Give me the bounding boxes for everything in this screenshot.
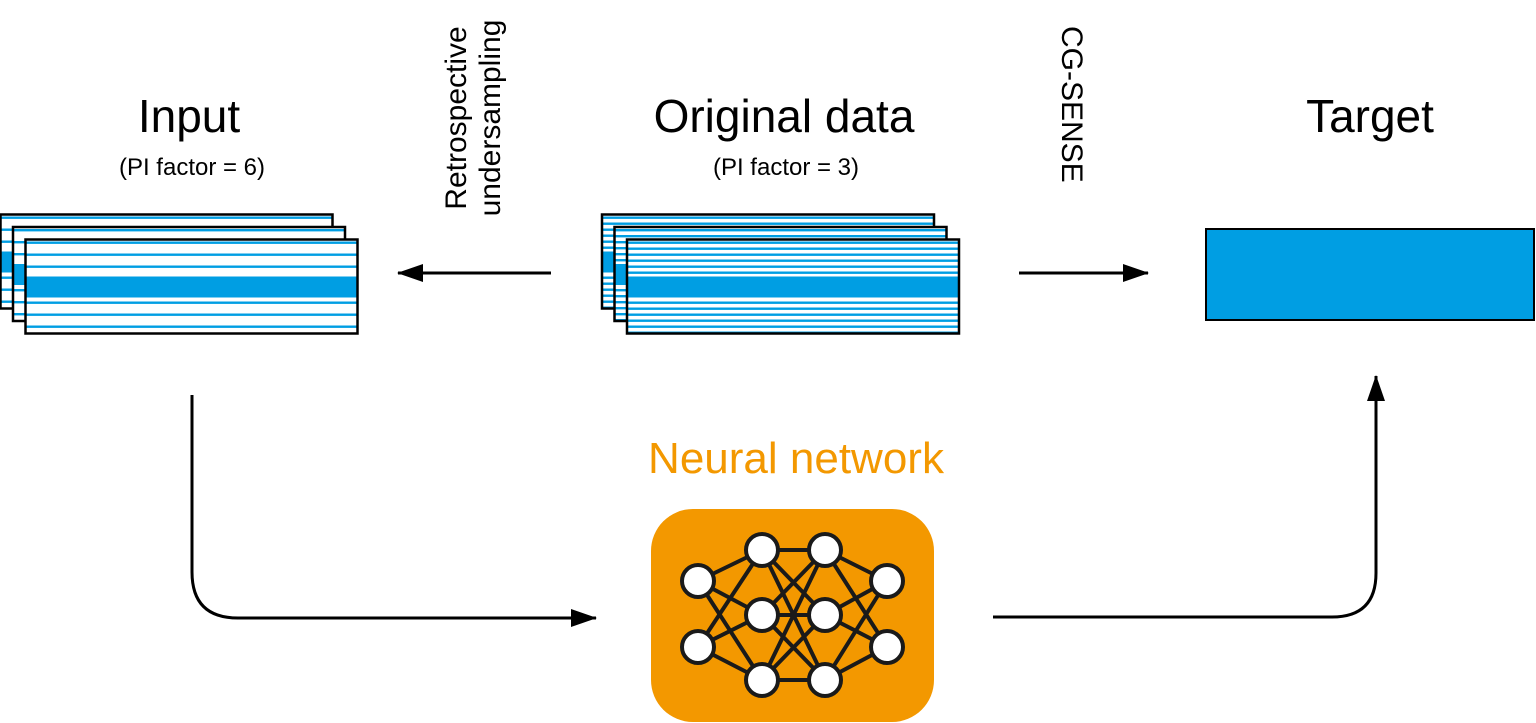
input-to-network-arrow bbox=[190, 395, 597, 627]
kspace-line bbox=[628, 319, 958, 322]
neural-network-nodes bbox=[680, 532, 905, 698]
kspace-frame bbox=[625, 238, 961, 335]
target-image bbox=[1205, 228, 1535, 321]
neural-network-label: Neural network bbox=[648, 434, 944, 483]
kspace-line bbox=[26, 265, 357, 268]
nn-node bbox=[680, 563, 716, 599]
nn-node bbox=[807, 532, 843, 568]
kspace-line bbox=[603, 216, 933, 219]
input-title: Input bbox=[137, 90, 241, 142]
retrospective-undersampling-label: Retrospective undersampling bbox=[440, 0, 508, 238]
kspace-line bbox=[628, 307, 958, 310]
nn-node bbox=[744, 597, 780, 633]
nn-edge bbox=[823, 579, 889, 682]
input-subtitle: (PI factor = 6) bbox=[118, 154, 266, 181]
nn-node bbox=[807, 597, 843, 633]
nn-node bbox=[744, 662, 780, 698]
kspace-line bbox=[628, 265, 958, 268]
kspace-center-band bbox=[26, 276, 357, 298]
kspace-line bbox=[628, 241, 958, 244]
kspace-line bbox=[603, 222, 933, 225]
kspace-line bbox=[1, 216, 332, 219]
input-kspace-stack bbox=[0, 213, 359, 335]
kspace-line bbox=[628, 313, 958, 316]
kspace-center-band bbox=[628, 276, 958, 298]
original-kspace-stack bbox=[600, 213, 961, 335]
nn-node bbox=[807, 662, 843, 698]
nn-node bbox=[869, 629, 905, 665]
retrospective-label-line2: undersampling bbox=[474, 19, 507, 217]
frame-border bbox=[625, 238, 961, 335]
original-data-title: Original data bbox=[653, 90, 915, 142]
kspace-line bbox=[615, 235, 946, 238]
kspace-line bbox=[26, 325, 357, 328]
kspace-line bbox=[628, 247, 958, 250]
nn-node bbox=[744, 532, 780, 568]
kspace-line bbox=[628, 325, 958, 328]
nn-node bbox=[680, 629, 716, 665]
retrospective-label-line1: Retrospective bbox=[440, 26, 473, 210]
nn-edge bbox=[760, 549, 827, 681]
kspace-line bbox=[628, 253, 958, 256]
kspace-line bbox=[26, 253, 357, 256]
nn-edge bbox=[696, 548, 764, 649]
kspace-line bbox=[628, 259, 958, 262]
kspace-line bbox=[628, 271, 958, 274]
kspace-line bbox=[14, 229, 344, 232]
target-title: Target bbox=[1306, 90, 1434, 142]
network-to-target-arrow bbox=[993, 375, 1385, 619]
original-data-subtitle: (PI factor = 3) bbox=[712, 154, 860, 181]
kspace-line bbox=[26, 241, 357, 244]
nn-node bbox=[869, 563, 905, 599]
kspace-line bbox=[628, 301, 958, 304]
kspace-frame bbox=[24, 238, 359, 335]
kspace-line bbox=[26, 301, 357, 304]
frame-border bbox=[24, 238, 359, 335]
cg-sense-label: CG-SENSE bbox=[1055, 26, 1088, 183]
kspace-line bbox=[26, 313, 357, 316]
kspace-line bbox=[615, 229, 946, 232]
